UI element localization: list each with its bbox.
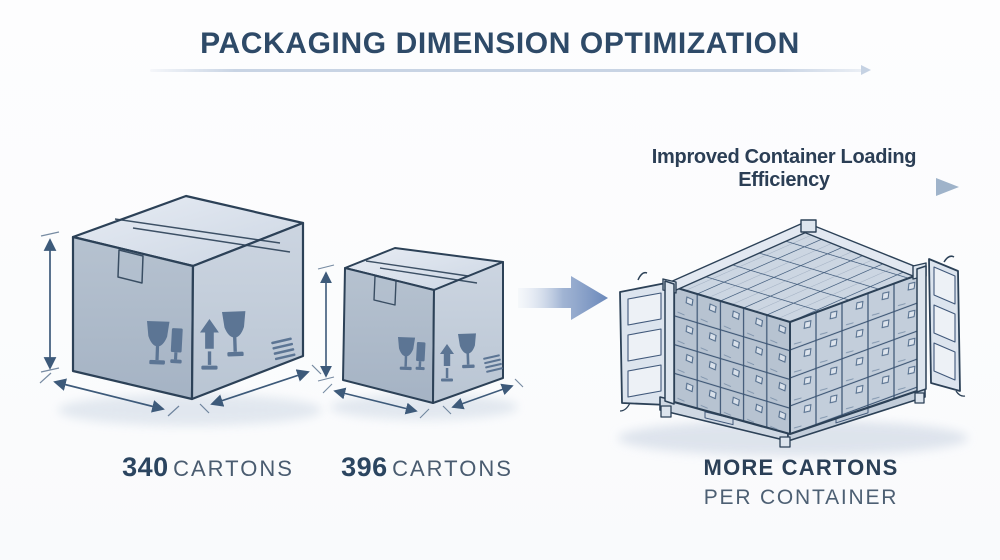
efficiency-arrow-icon bbox=[622, 178, 959, 196]
depth-dimension-arrow bbox=[210, 369, 310, 407]
result-subline: PER CONTAINER bbox=[703, 486, 899, 509]
container-corner-posts bbox=[664, 265, 927, 405]
small-carton-tape bbox=[365, 260, 478, 306]
flow-arrow-icon bbox=[518, 276, 608, 320]
carton-stack-right bbox=[790, 274, 920, 434]
container-illustration bbox=[619, 219, 966, 448]
large-carton-illustration bbox=[39, 194, 322, 417]
original-count-value: 340 bbox=[122, 452, 169, 482]
page-title: PACKAGING DIMENSION OPTIMIZATION bbox=[200, 27, 800, 60]
large-carton-right-face bbox=[190, 221, 305, 401]
large-carton-dimension-arrows bbox=[39, 231, 322, 417]
container-left-door bbox=[619, 271, 669, 412]
width-dimension-arrow bbox=[53, 378, 165, 413]
small-carton-illustration bbox=[317, 247, 524, 419]
container-right-door bbox=[928, 255, 966, 397]
carton-stack-front-left bbox=[674, 287, 790, 434]
result-headline: MORE CARTONS bbox=[703, 455, 899, 480]
large-carton-tape bbox=[114, 218, 291, 284]
original-carton-count-label: 340 CARTONS bbox=[100, 452, 316, 483]
efficiency-heading: Improved Container Loading Efficiency bbox=[651, 146, 917, 191]
container-result-label: MORE CARTONS PER CONTAINER bbox=[664, 455, 938, 510]
title-underline-decoration bbox=[150, 65, 871, 75]
original-count-unit: CARTONS bbox=[173, 456, 294, 481]
depth-dimension-arrow bbox=[451, 383, 514, 410]
underline-arrow-icon bbox=[861, 65, 871, 75]
optimized-count-value: 396 bbox=[341, 452, 388, 482]
width-dimension-arrow bbox=[333, 387, 418, 415]
optimized-count-unit: CARTONS bbox=[392, 456, 513, 481]
small-carton-dimension-arrows bbox=[317, 264, 524, 419]
optimized-carton-count-label: 396 CARTONS bbox=[320, 452, 534, 483]
